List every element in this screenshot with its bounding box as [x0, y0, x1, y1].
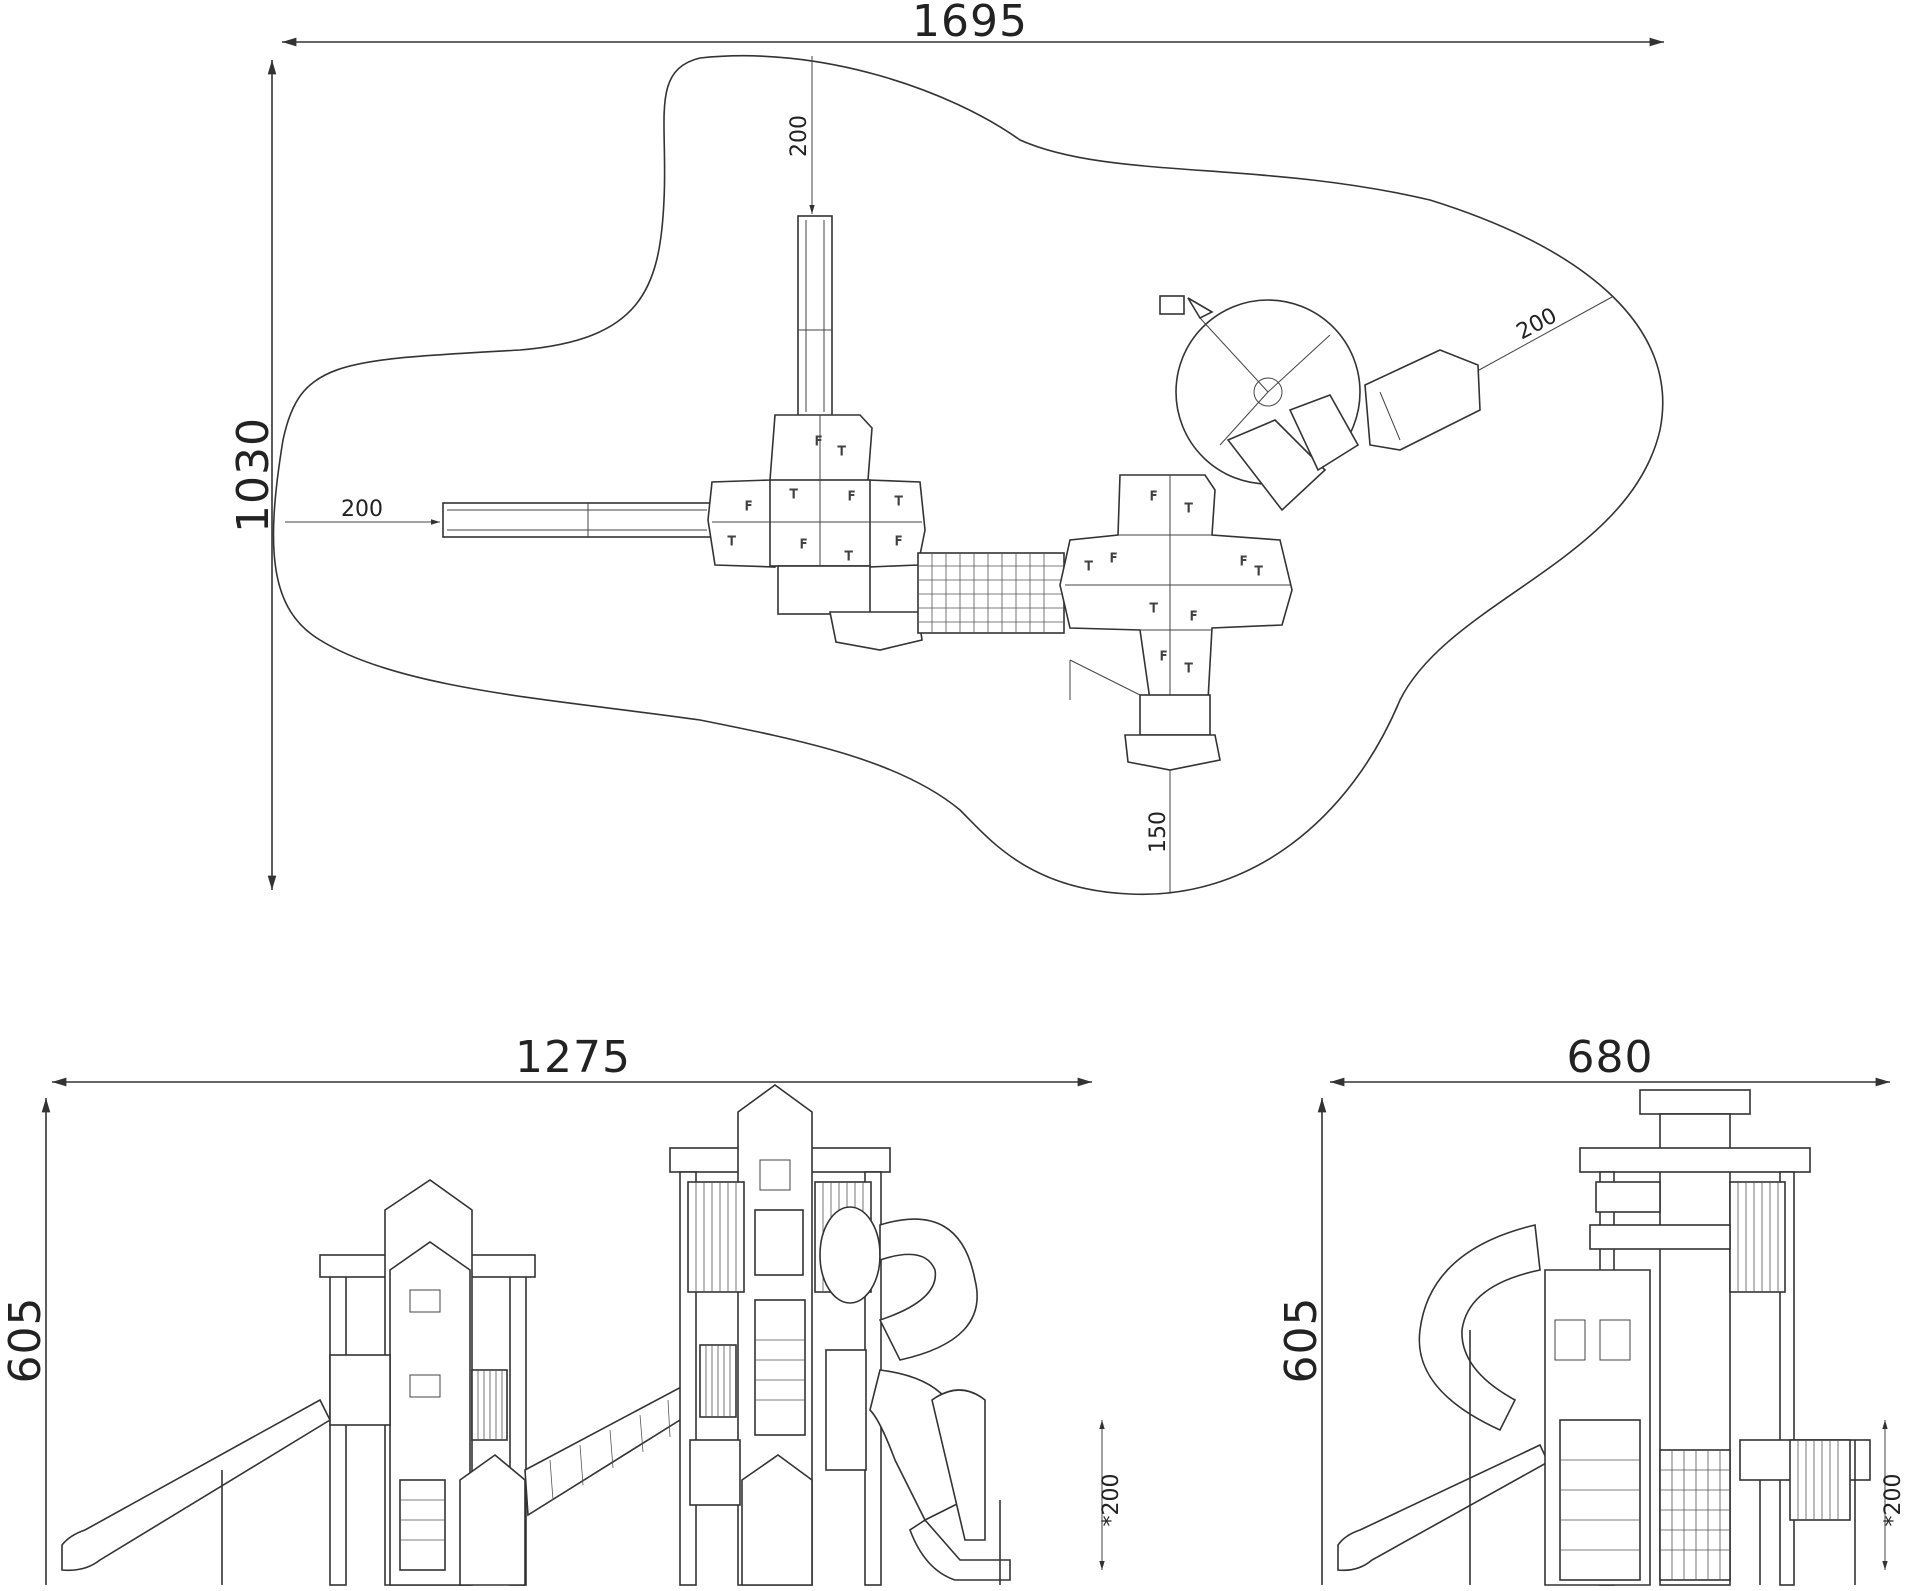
front-slide-left [61, 1398, 332, 1572]
svg-text:F: F [848, 489, 855, 503]
svg-text:T: T [1184, 501, 1193, 515]
clearance-left-label: 200 [341, 497, 383, 522]
clearance-right-label: 200 [1513, 303, 1562, 345]
side-tube-slide [1418, 1224, 1541, 1432]
clearance-left: 200 [285, 497, 440, 525]
side-fall-height: *200 [1881, 1420, 1906, 1570]
plan-view: 1695 1030 200 200 200 150 [228, 0, 1664, 896]
front-tower-left [319, 1179, 536, 1586]
svg-text:F: F [745, 499, 752, 513]
svg-text:F: F [800, 537, 807, 551]
svg-text:T: T [837, 444, 846, 458]
svg-text:T: T [1084, 559, 1093, 573]
svg-text:F: F [895, 534, 902, 548]
svg-text:T: T [844, 549, 853, 563]
svg-text:F: F [1240, 554, 1247, 568]
front-net-bridge [524, 1383, 689, 1517]
plan-depth-dimension: 1030 [228, 60, 279, 890]
svg-text:F: F [1160, 649, 1167, 663]
side-width-dimension: 680 [1330, 1032, 1890, 1087]
front-height-label: 605 [0, 1297, 51, 1384]
side-slide [1337, 1443, 1550, 1572]
clearance-top: 200 [787, 56, 815, 214]
front-fall-height: *200 [1099, 1420, 1124, 1570]
svg-text:T: T [789, 487, 798, 501]
plan-depth-label: 1030 [228, 417, 279, 533]
svg-text:T: T [894, 494, 903, 508]
front-width-dimension: 1275 [52, 1032, 1092, 1087]
clearance-bottom-label: 150 [1146, 811, 1171, 853]
front-tower-right [669, 1084, 891, 1586]
svg-text:F: F [815, 434, 822, 448]
front-height-dimension: 605 [0, 1098, 51, 1585]
svg-text:T: T [1149, 601, 1158, 615]
front-tube-slide [819, 1206, 1011, 1585]
clearance-top-label: 200 [787, 115, 812, 157]
side-height-label: 605 [1276, 1297, 1327, 1384]
svg-text:F: F [1150, 489, 1157, 503]
clearance-right: 200 [1469, 296, 1613, 376]
svg-text:F: F [1190, 609, 1197, 623]
plan-width-dimension: 1695 [282, 0, 1664, 47]
tube-slide-plan [1159, 295, 1481, 512]
net-bridge-plan [917, 552, 1065, 634]
front-fall-height-label: *200 [1099, 1474, 1124, 1527]
tower-right-plan: FT TF FT TF FT [1059, 474, 1293, 771]
front-width-label: 1275 [515, 1032, 631, 1083]
slide-left-plan [442, 502, 712, 538]
svg-text:T: T [1254, 564, 1263, 578]
plan-width-label: 1695 [912, 0, 1028, 47]
svg-text:T: T [727, 534, 736, 548]
side-height-dimension: 605 [1276, 1098, 1327, 1585]
slide-top-plan [797, 215, 833, 417]
side-towers [1544, 1089, 1871, 1586]
safety-zone-outline [272, 54, 1664, 896]
side-width-label: 680 [1567, 1032, 1654, 1083]
svg-text:T: T [1184, 661, 1193, 675]
side-fall-height-label: *200 [1881, 1474, 1906, 1527]
svg-text:F: F [1110, 551, 1117, 565]
side-elevation: 680 605 *200 [1276, 1032, 1906, 1586]
front-elevation: 1275 605 *200 [0, 1032, 1124, 1586]
tower-left-plan: F T T F F T T F F T [707, 414, 926, 651]
